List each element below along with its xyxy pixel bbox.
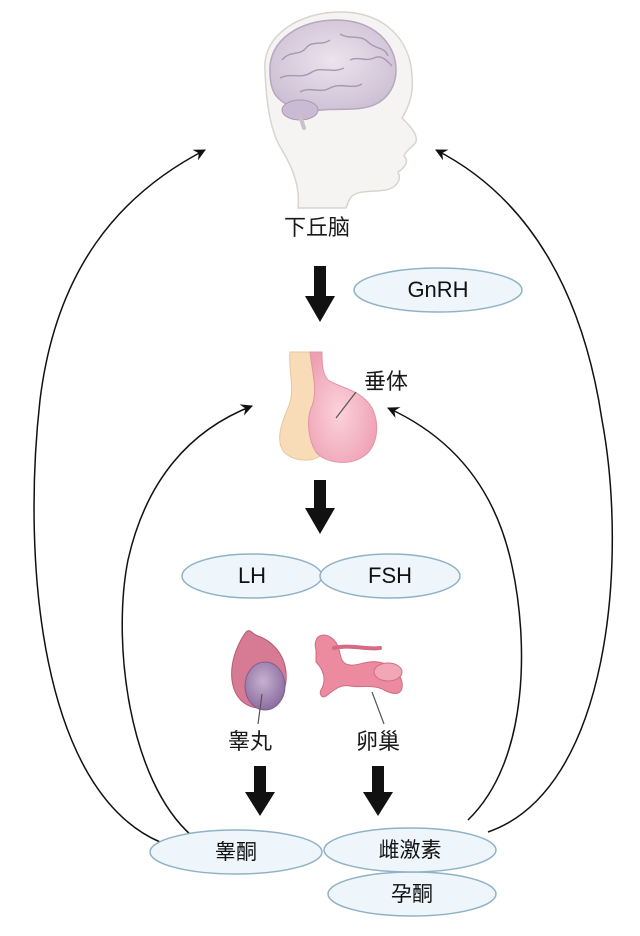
pill-estrogen: 雌激素: [323, 827, 497, 873]
lh-label: LH: [238, 563, 266, 588]
pill-fsh: FSH: [319, 553, 461, 599]
pill-testosterone: 睾酮: [149, 829, 323, 875]
hypothalamus-label: 下丘脑: [284, 216, 351, 241]
ovary-pointer: [371, 691, 385, 725]
testis-pointer: [257, 693, 263, 725]
feedback-testosterone-to-hypothalamus: [33, 149, 206, 843]
feedback-estrogen-to-pituitary: [387, 407, 523, 821]
testis-label: 睾丸: [228, 730, 273, 755]
pill-gnrh: GnRH: [353, 267, 523, 313]
progesterone-label: 孕酮: [391, 882, 433, 906]
fsh-label: FSH: [368, 563, 412, 588]
pituitary-pointer: [335, 391, 357, 419]
brain-head-icon: [264, 11, 418, 209]
ovary-label: 卵巢: [356, 730, 401, 755]
flow-arrows: [245, 266, 393, 816]
arrow-pituitary-to-gonads: [305, 480, 335, 534]
uterus-ovary-icon: [314, 634, 403, 698]
gnrh-label: GnRH: [407, 277, 468, 302]
estrogen-label: 雌激素: [379, 838, 442, 862]
testosterone-label: 睾酮: [215, 840, 257, 864]
arrow-ovary-to-estrogen: [363, 766, 393, 816]
arrow-testis-to-testosterone: [245, 766, 275, 816]
testis-icon: [231, 630, 287, 711]
pituitary-gland-icon: [279, 351, 378, 463]
feedback-testosterone-to-pituitary: [121, 404, 253, 837]
pill-lh: LH: [181, 553, 323, 599]
feedback-estrogen-to-hypothalamus: [435, 149, 614, 833]
arrow-hypothalamus-to-pituitary: [305, 266, 335, 322]
pituitary-label: 垂体: [364, 370, 409, 395]
pill-progesterone: 孕酮: [327, 871, 497, 917]
